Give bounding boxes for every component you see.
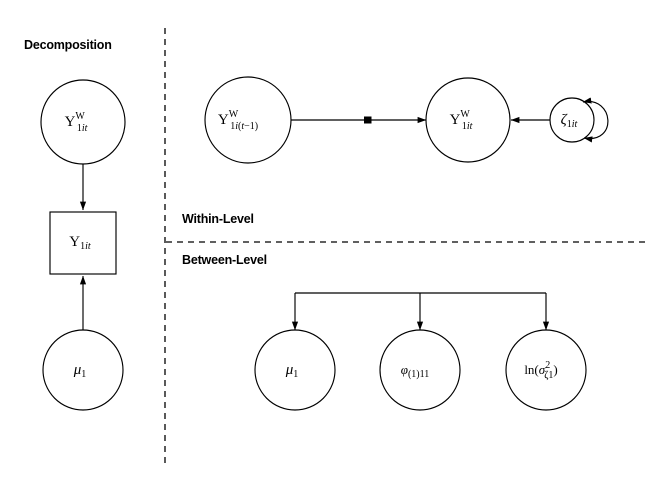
label-base: Y	[69, 234, 80, 250]
between-node-mu-label: μ1	[285, 362, 299, 380]
label-subscript: 1	[77, 123, 82, 134]
label-base: Y	[450, 112, 461, 128]
autoregressive-path-square-marker	[364, 116, 372, 124]
decomposition-panel-title: Decomposition	[24, 38, 112, 52]
label-subscript: 1	[230, 121, 235, 132]
between-node-phi	[379, 329, 461, 411]
label-subscript: 1	[80, 241, 85, 252]
decomposition-latent-between-node	[42, 329, 124, 411]
between-level-label: Between-Level	[182, 253, 267, 267]
label-superscript: W	[229, 109, 239, 120]
label-base: μ	[73, 362, 82, 378]
label-subscript-paren-close: −1)	[244, 121, 258, 132]
decomposition-latent-between-label: μ1	[73, 362, 87, 380]
within-current-node	[425, 77, 511, 163]
decomposition-observed-node	[49, 211, 117, 275]
label-superscript: W	[460, 109, 470, 120]
residual-variance-self-loop	[582, 97, 609, 143]
label-superscript: W	[75, 111, 85, 122]
label-subscript: 1	[567, 119, 572, 130]
decomposition-observed-label: Y1it	[69, 234, 91, 252]
label-base: Y	[218, 112, 229, 128]
label-subscript-t: t	[241, 121, 244, 132]
label-subscript: 1	[293, 369, 298, 380]
between-node-lnvar	[505, 329, 587, 411]
between-node-phi-label: φ(1)11	[401, 362, 430, 380]
label-base: Y	[65, 114, 76, 130]
label-suffix: )	[553, 362, 557, 377]
between-node-mu	[254, 329, 336, 411]
label-subscript: ζ1	[544, 370, 553, 381]
label-prefix: ln(	[524, 362, 538, 377]
label-subscript-italic: it	[82, 123, 88, 134]
label-superscript: 2	[545, 360, 550, 371]
label-subscript: 1	[462, 121, 467, 132]
label-subscript-paren-open: (	[238, 121, 242, 132]
label-subscript-italic: it	[467, 121, 473, 132]
label-subscript-italic: it	[85, 241, 91, 252]
label-base: μ	[285, 362, 294, 378]
label-base: φ	[401, 362, 408, 377]
label-subscript: 1	[81, 369, 86, 380]
label-base: σ	[539, 362, 546, 377]
label-subscript-italic: it	[572, 119, 578, 130]
label-base: ζ	[561, 112, 568, 128]
label-subscript: (1)11	[408, 369, 429, 380]
within-residual-label: ζ1it	[561, 112, 578, 130]
label-subscript-italic: i	[235, 121, 238, 132]
within-level-label: Within-Level	[182, 212, 254, 226]
